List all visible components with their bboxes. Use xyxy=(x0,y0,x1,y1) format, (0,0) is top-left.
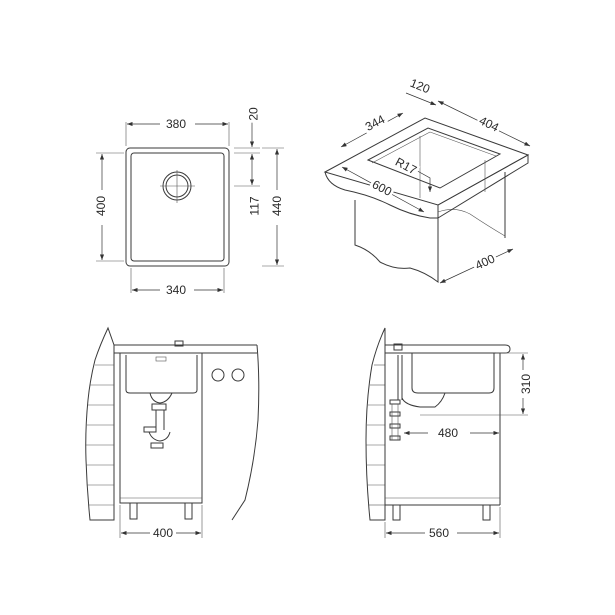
dim-outer-width: 380 xyxy=(164,117,189,131)
dim-drain-offset: 117 xyxy=(247,194,262,218)
brick-wall xyxy=(85,326,115,521)
dim-outer-height: 440 xyxy=(270,193,285,219)
cabinet xyxy=(119,352,203,504)
dim-rim-offset: 20 xyxy=(246,105,261,123)
faucet-stub xyxy=(174,340,184,347)
sink-outer-rim xyxy=(125,147,230,267)
socket-icon xyxy=(211,368,225,382)
front-view xyxy=(85,326,260,538)
dim-inner-height: 400 xyxy=(94,193,109,219)
brick-wall xyxy=(365,327,386,521)
dim-inner-width: 340 xyxy=(164,283,189,297)
sink-bowl xyxy=(130,152,225,262)
sink-bowl-front xyxy=(125,355,198,394)
drain-icon xyxy=(160,170,195,203)
sink-bowl-side xyxy=(411,353,495,394)
dim-drain-distance: 480 xyxy=(436,426,461,440)
top-view xyxy=(96,120,284,293)
dim-bowl-depth: 310 xyxy=(519,371,534,397)
socket-icon xyxy=(231,368,245,382)
dim-cabinet-width: 400 xyxy=(151,526,176,540)
dim-cabinet-depth-side: 560 xyxy=(427,526,452,540)
side-view xyxy=(365,327,528,538)
